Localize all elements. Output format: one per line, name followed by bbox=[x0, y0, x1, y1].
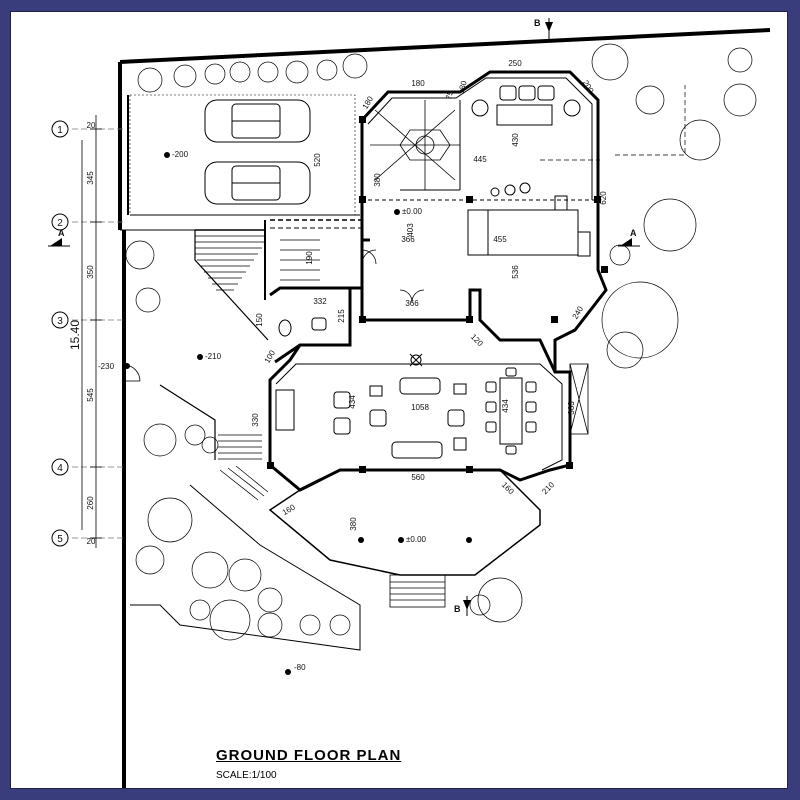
terrace-columns bbox=[358, 537, 472, 543]
svg-text:±0.00: ±0.00 bbox=[402, 207, 423, 216]
level-mark-side: -230 bbox=[98, 362, 130, 371]
dim-120: 120 bbox=[469, 332, 485, 348]
svg-text:-200: -200 bbox=[172, 150, 189, 159]
dim-363: 363 bbox=[567, 401, 576, 415]
dim-150: 150 bbox=[255, 313, 264, 327]
axis-dimension-line bbox=[81, 115, 102, 548]
level-mark-garden: -210 bbox=[197, 352, 222, 361]
svg-text:A: A bbox=[58, 228, 65, 238]
site-boundary bbox=[118, 28, 771, 788]
section-marker-b-bottom: B bbox=[454, 596, 471, 616]
dim-200: 200 bbox=[581, 79, 596, 96]
svg-text:4: 4 bbox=[57, 463, 63, 474]
garage-dim: 520 bbox=[313, 153, 322, 167]
dim-380-a: 380 bbox=[373, 173, 382, 187]
svg-text:±0.00: ±0.00 bbox=[406, 535, 427, 544]
svg-text:2: 2 bbox=[57, 218, 63, 229]
dim-380-b: 380 bbox=[349, 517, 358, 531]
svg-text:3: 3 bbox=[57, 316, 63, 327]
level-mark-bottom: -80 bbox=[285, 663, 306, 675]
dim-100: 100 bbox=[263, 348, 278, 365]
door-swings bbox=[361, 249, 425, 303]
axis-offset-bottom: 20 bbox=[87, 537, 96, 546]
living-furniture bbox=[333, 377, 467, 459]
dim-620: 620 bbox=[599, 191, 608, 205]
axis-bubble-3: 3 bbox=[51, 311, 69, 329]
svg-text:B: B bbox=[454, 604, 461, 614]
dim-190: 190 bbox=[305, 251, 314, 265]
section-marker-b-top: B bbox=[534, 18, 553, 40]
dim-434-b: 434 bbox=[501, 399, 510, 413]
svg-text:-80: -80 bbox=[294, 663, 306, 672]
columns bbox=[267, 116, 608, 473]
west-stair bbox=[130, 384, 361, 651]
axis-bubble-4: 4 bbox=[51, 458, 69, 476]
axis-dim-1-2: 345 bbox=[86, 171, 95, 185]
level-mark-terrace: ±0.00 bbox=[398, 535, 427, 544]
spiral-stair bbox=[370, 100, 460, 190]
section-marker-a-right: A bbox=[618, 228, 640, 247]
drawing-sheet bbox=[11, 12, 787, 788]
east-ramp bbox=[569, 363, 589, 435]
axis-bubble-5: 5 bbox=[51, 529, 69, 547]
overall-dimension: 15.40 bbox=[68, 320, 82, 350]
main-stair bbox=[194, 219, 362, 341]
axis-dim-3-4: 545 bbox=[86, 388, 95, 402]
dim-366-b: 366 bbox=[405, 299, 419, 308]
car-2 bbox=[204, 161, 311, 205]
dim-1058: 1058 bbox=[411, 403, 429, 412]
svg-text:A: A bbox=[630, 228, 637, 238]
dim-210: 210 bbox=[540, 480, 556, 496]
dim-75: 75 bbox=[444, 89, 455, 100]
svg-text:1: 1 bbox=[57, 125, 63, 136]
bar-stools bbox=[490, 182, 531, 197]
section-marker-a-left: A bbox=[48, 228, 70, 247]
dim-455: 455 bbox=[493, 235, 507, 244]
axis-bubble-1: 1 bbox=[51, 120, 69, 138]
dim-403: 403 bbox=[406, 223, 415, 237]
svg-text:-230: -230 bbox=[98, 362, 115, 371]
axis-dim-2-3: 350 bbox=[86, 265, 95, 279]
dim-430: 430 bbox=[511, 133, 520, 147]
living-sofa-set bbox=[471, 85, 581, 126]
dim-434-a: 434 bbox=[348, 395, 357, 409]
dim-330: 330 bbox=[251, 413, 260, 427]
axis-bubble-2: 2 bbox=[51, 213, 69, 231]
dim-250: 250 bbox=[508, 59, 522, 68]
axis-offset-top: 20 bbox=[87, 121, 96, 130]
car-1 bbox=[204, 99, 311, 143]
north-block-walls bbox=[360, 70, 608, 372]
wc-room bbox=[269, 286, 352, 364]
plant-pot bbox=[409, 353, 423, 367]
landscape-planting bbox=[125, 43, 757, 641]
dim-160-a: 160 bbox=[281, 502, 298, 517]
north-block-inner bbox=[367, 77, 600, 257]
dim-215: 215 bbox=[337, 309, 346, 323]
svg-text:B: B bbox=[534, 18, 541, 28]
terrace bbox=[268, 469, 541, 576]
drawing-title: GROUND FLOOR PLAN bbox=[216, 747, 402, 764]
landscape-dashed bbox=[540, 85, 686, 161]
dim-332: 332 bbox=[313, 297, 327, 306]
dim-180-b: 180 bbox=[457, 79, 469, 95]
dining-set bbox=[485, 367, 537, 455]
svg-text:-210: -210 bbox=[205, 352, 222, 361]
dim-445: 445 bbox=[473, 155, 487, 164]
dim-180-a: 180 bbox=[411, 79, 425, 88]
terrace-steps bbox=[389, 574, 446, 608]
dim-366-a: 366 bbox=[401, 235, 415, 244]
axis-dim-4-5: 260 bbox=[86, 496, 95, 510]
svg-text:5: 5 bbox=[57, 534, 63, 545]
dim-560: 560 bbox=[411, 473, 425, 482]
level-mark-hall: ±0.00 bbox=[394, 207, 423, 216]
drawing-scale: SCALE:1/100 bbox=[216, 770, 277, 781]
garage-area bbox=[127, 94, 360, 216]
dim-536: 536 bbox=[511, 265, 520, 279]
garage-level-mark: -200 bbox=[164, 150, 189, 159]
main-hall-inner bbox=[275, 363, 563, 471]
